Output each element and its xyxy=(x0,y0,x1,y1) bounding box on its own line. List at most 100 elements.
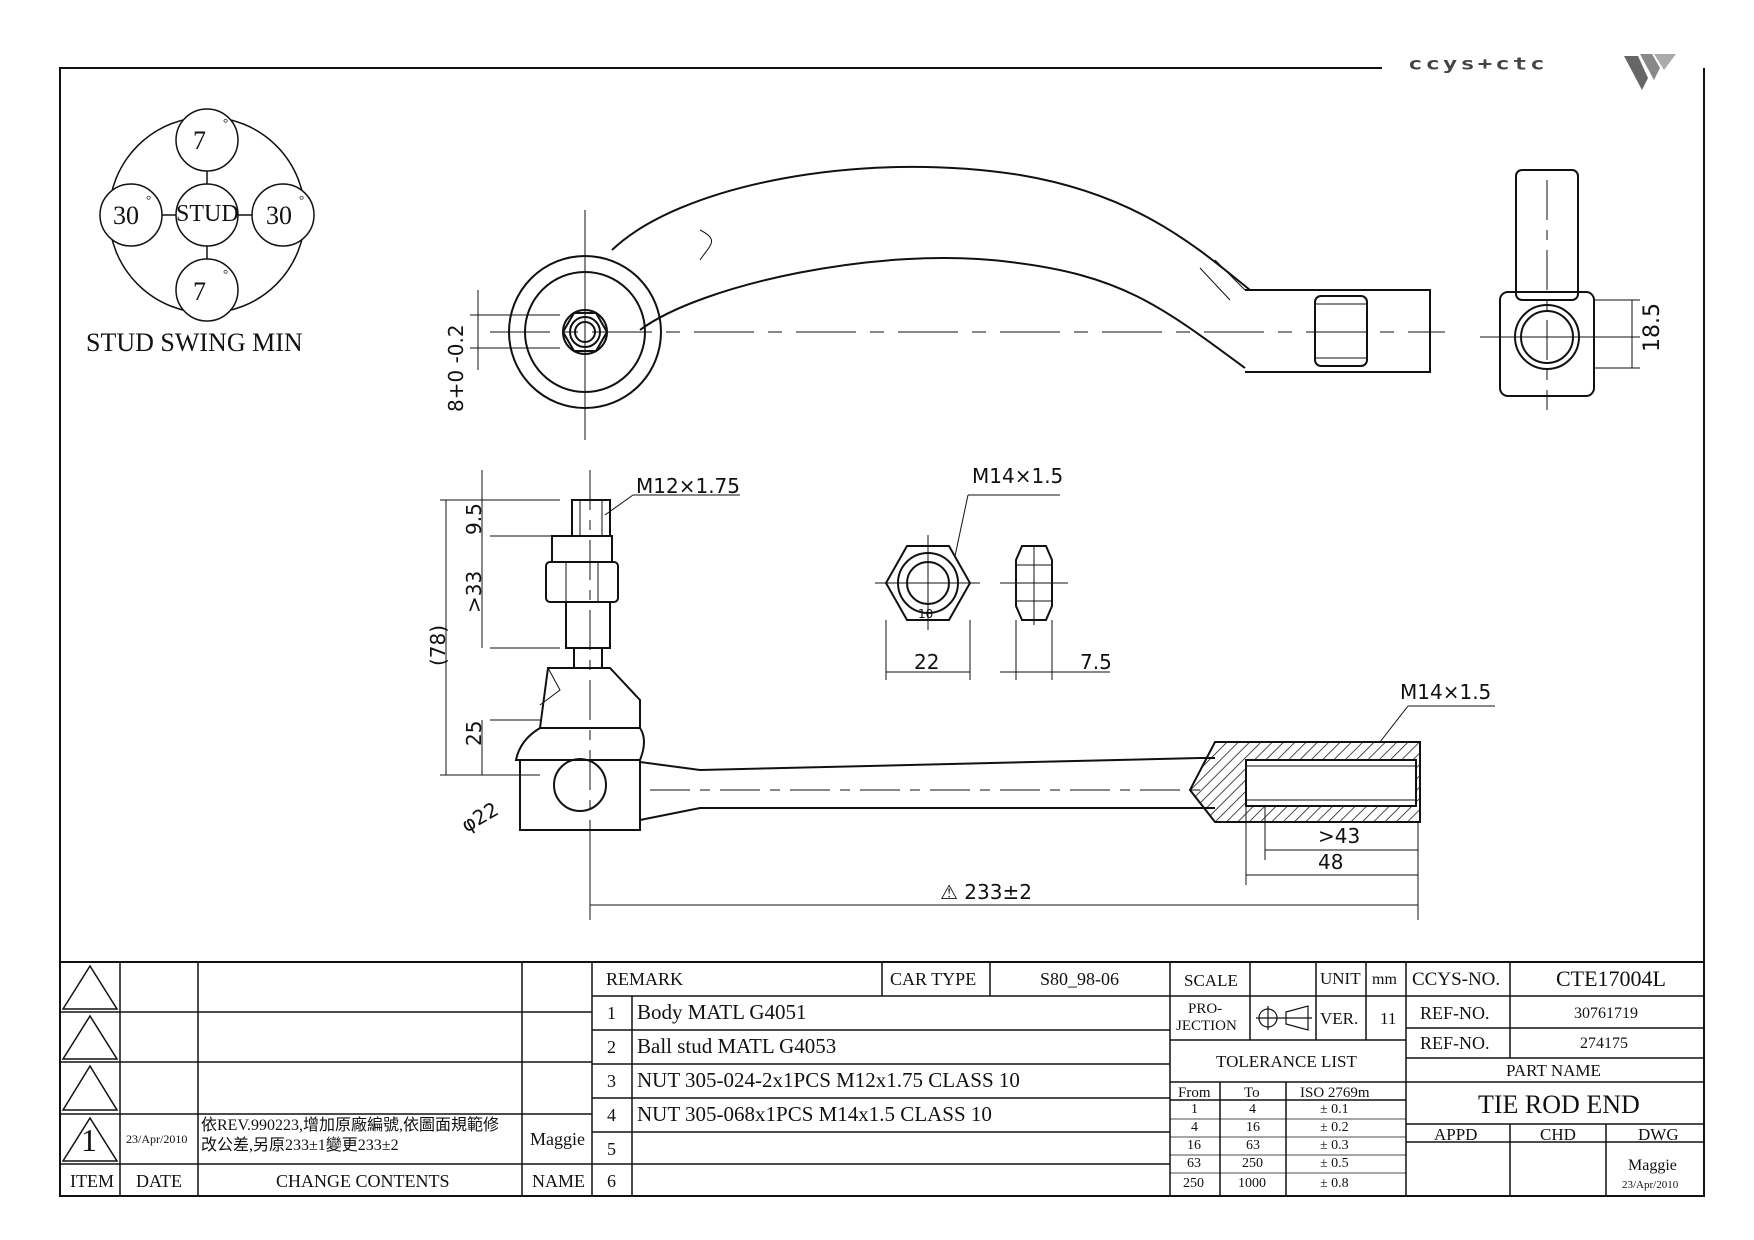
swing-top-deg: ° xyxy=(223,115,229,130)
tolerance-title: TOLERANCE LIST xyxy=(1216,1052,1357,1071)
dwg-label: DWG xyxy=(1638,1125,1679,1144)
rev-header-date: DATE xyxy=(136,1171,182,1191)
rev-header-contents: CHANGE CONTENTS xyxy=(276,1171,450,1191)
remark-n-2: 2 xyxy=(607,1037,616,1057)
dim-total-length: ⚠ 233±2 xyxy=(940,880,1032,904)
dim-top-height: 8+0 -0.2 xyxy=(444,324,468,412)
remark-text-4: NUT 305-068x1PCS M14x1.5 CLASS 10 xyxy=(637,1102,992,1126)
dim-48: 48 xyxy=(1318,850,1344,874)
dim-9-5: 9.5 xyxy=(462,503,486,535)
tol-header-iso: ISO 2769m xyxy=(1300,1085,1370,1101)
ccys-no-value: CTE17004L xyxy=(1556,966,1666,991)
scale-label: SCALE xyxy=(1184,971,1238,990)
chd-label: CHD xyxy=(1540,1125,1576,1144)
logo-mark-icon xyxy=(1624,54,1676,90)
tol-3-to: 63 xyxy=(1246,1138,1260,1153)
dim-33: >33 xyxy=(462,570,486,613)
ccys-no-label: CCYS-NO. xyxy=(1412,969,1501,990)
remark-label: REMARK xyxy=(606,969,684,989)
remark-text-3: NUT 305-024-2x1PCS M12x1.75 CLASS 10 xyxy=(637,1068,1020,1092)
dim-nut-width: 22 xyxy=(914,650,940,674)
swing-top-circle xyxy=(175,108,239,172)
tol-1-iso: ± 0.1 xyxy=(1320,1102,1349,1117)
tol-1-to: 4 xyxy=(1249,1102,1256,1117)
tol-2-from: 4 xyxy=(1191,1120,1198,1135)
tol-1-from: 1 xyxy=(1191,1102,1198,1117)
dim-78: (78) xyxy=(426,624,450,666)
tol-4-iso: ± 0.5 xyxy=(1320,1156,1349,1171)
tol-5-iso: ± 0.8 xyxy=(1320,1176,1349,1191)
dwg-date: 23/Apr/2010 xyxy=(1622,1179,1679,1191)
remark-n-6: 6 xyxy=(607,1171,616,1191)
part-name-label: PART NAME xyxy=(1506,1061,1601,1080)
remark-n-5: 5 xyxy=(607,1139,616,1159)
tol-header-from: From xyxy=(1178,1085,1211,1101)
side-view xyxy=(1480,169,1640,410)
swing-right-value: 30 xyxy=(266,201,292,230)
dim-25: 25 xyxy=(462,720,486,746)
swing-top-value: 7 xyxy=(193,126,206,155)
dim-tube-thread: M14×1.5 xyxy=(1400,680,1492,704)
unit-value: mm xyxy=(1372,971,1397,988)
ref1-value: 30761719 xyxy=(1574,1005,1638,1022)
ref2-label: REF-NO. xyxy=(1420,1033,1490,1053)
swing-left-value: 30 xyxy=(113,201,139,230)
tol-5-to: 1000 xyxy=(1238,1176,1266,1191)
projection-label-2: JECTION xyxy=(1176,1018,1237,1034)
dim-nut-thread: M14×1.5 xyxy=(972,464,1064,488)
section-view xyxy=(440,470,1495,920)
dim-43: >43 xyxy=(1318,824,1361,848)
tol-2-to: 16 xyxy=(1246,1120,1260,1135)
swing-bottom-value: 7 xyxy=(193,277,206,306)
dim-nut-center: 10 xyxy=(918,607,934,621)
remark-text-1: Body MATL G4051 xyxy=(637,1000,807,1024)
remark-n-4: 4 xyxy=(607,1105,616,1125)
dwg-by: Maggie xyxy=(1628,1157,1677,1174)
tol-5-from: 250 xyxy=(1183,1176,1204,1191)
rev-header-name: NAME xyxy=(532,1171,585,1191)
swing-right-circle xyxy=(251,183,315,247)
ver-value: 11 xyxy=(1380,1009,1397,1028)
nut-detail xyxy=(875,494,1110,680)
logo-text: ccys+ctc xyxy=(1408,54,1548,74)
tol-header-to: To xyxy=(1244,1085,1260,1101)
ver-label: VER. xyxy=(1320,1009,1359,1028)
remark-text-2: Ball stud MATL G4053 xyxy=(637,1034,837,1058)
part-name-value: TIE ROD END xyxy=(1478,1090,1640,1119)
stud-swing-diagram xyxy=(99,108,315,322)
title-block-grid xyxy=(60,962,1704,1196)
tol-3-iso: ± 0.3 xyxy=(1320,1138,1349,1153)
company-logo: ccys+ctc xyxy=(1408,50,1708,96)
dim-stud-thread: M12×1.75 xyxy=(636,474,740,498)
swing-bottom-circle xyxy=(175,258,239,322)
projection-symbol-icon xyxy=(1256,1005,1312,1031)
swing-left-deg: ° xyxy=(146,192,152,207)
dim-side-height: 18.5 xyxy=(1640,303,1665,352)
rev-contents-1b: 改公差,另原233±1變更233±2 xyxy=(201,1137,399,1154)
tol-3-from: 16 xyxy=(1187,1138,1201,1153)
car-type-label: CAR TYPE xyxy=(890,969,977,989)
remark-n-3: 3 xyxy=(607,1071,616,1091)
rev-header-item: ITEM xyxy=(70,1171,114,1191)
ref1-label: REF-NO. xyxy=(1420,1003,1490,1023)
drawing-frame xyxy=(59,67,1705,1197)
swing-bottom-deg: ° xyxy=(223,266,229,281)
rev-date-1: 23/Apr/2010 xyxy=(126,1132,188,1146)
tol-4-to: 250 xyxy=(1242,1156,1263,1171)
swing-center-label: STUD xyxy=(176,201,239,227)
swing-right-deg: ° xyxy=(299,192,305,207)
swing-center-circle xyxy=(175,183,239,247)
car-type-value: S80_98-06 xyxy=(1040,969,1120,989)
rev-contents-1a: 依REV.990223,增加原廠編號,依圖面規範修 xyxy=(201,1117,499,1134)
unit-label: UNIT xyxy=(1320,969,1361,988)
rev-name-1: Maggie xyxy=(530,1129,585,1149)
tol-4-from: 63 xyxy=(1187,1156,1201,1171)
dim-nut-thickness: 7.5 xyxy=(1080,650,1112,674)
top-view xyxy=(470,165,1445,440)
ref2-value: 274175 xyxy=(1580,1035,1628,1052)
tol-2-iso: ± 0.2 xyxy=(1320,1120,1349,1135)
swing-caption: STUD SWING MIN xyxy=(86,328,303,357)
projection-label-1: PRO- xyxy=(1188,1001,1223,1017)
appd-label: APPD xyxy=(1434,1125,1478,1144)
